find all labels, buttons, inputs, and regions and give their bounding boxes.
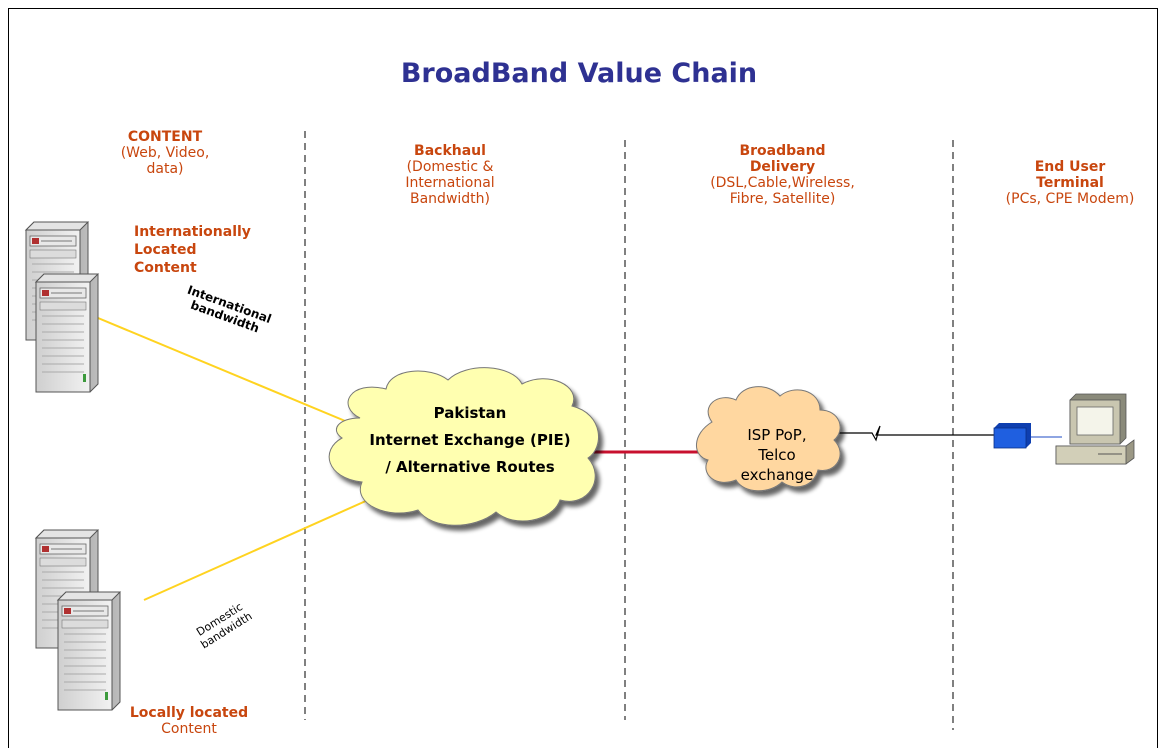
label-line: ISP PoP, xyxy=(747,426,807,444)
label-line: Telco xyxy=(758,446,796,464)
label-line: Locally located xyxy=(129,705,249,721)
column-subtext: Fibre, Satellite) xyxy=(729,191,836,207)
label-line: / Alternative Routes xyxy=(385,458,555,476)
international-bandwidth-link xyxy=(85,312,363,429)
column-subtext: Bandwidth) xyxy=(410,191,490,207)
column-subtext: International xyxy=(405,175,495,191)
column-subtext: data) xyxy=(146,161,184,177)
column-subtext: (DSL,Cable,Wireless, xyxy=(710,175,855,191)
international-content-label: Internationally Located Content xyxy=(134,223,251,277)
pie-cloud-label: Pakistan Internet Exchange (PIE) / Alter… xyxy=(360,400,580,481)
server-icon xyxy=(57,591,121,711)
content-column-header: CONTENT (Web, Video, data) xyxy=(80,129,250,177)
column-subtext: (Domestic & xyxy=(406,159,494,175)
server-icon xyxy=(35,273,99,393)
label-line: Content xyxy=(134,260,197,276)
column-heading: Delivery xyxy=(749,159,816,175)
backhaul-column-header: Backhaul (Domestic & International Bandw… xyxy=(370,143,530,207)
local-content-label: Locally located Content xyxy=(100,705,278,737)
label-line: exchange xyxy=(740,466,814,484)
access-link xyxy=(838,425,995,442)
column-heading: Backhaul xyxy=(414,143,486,159)
isp-cloud-label: ISP PoP, Telco exchange xyxy=(722,425,832,485)
column-heading: Broadband xyxy=(739,143,826,159)
label-line: Located xyxy=(134,242,197,258)
page-title: BroadBand Value Chain xyxy=(400,58,758,89)
cloud-icon xyxy=(328,367,599,526)
pc-icon xyxy=(1055,393,1135,465)
modem-icon xyxy=(993,423,1031,449)
column-heading: End User xyxy=(1034,159,1106,175)
terminal-column-header: End User Terminal (PCs, CPE Modem) xyxy=(990,159,1150,207)
column-heading: Terminal xyxy=(1036,175,1104,191)
label-line: Internationally xyxy=(134,224,251,240)
domestic-bandwidth-link xyxy=(143,499,369,601)
column-subtext: (PCs, CPE Modem) xyxy=(1005,191,1135,207)
cloud-icon xyxy=(696,386,841,492)
column-subtext: (Web, Video, xyxy=(120,145,210,161)
label-line: Content xyxy=(161,721,217,737)
label-line: Pakistan xyxy=(433,404,507,422)
label-line: Internet Exchange (PIE) xyxy=(369,431,571,449)
delivery-column-header: Broadband Delivery (DSL,Cable,Wireless, … xyxy=(685,143,880,207)
column-heading: CONTENT xyxy=(127,129,203,145)
